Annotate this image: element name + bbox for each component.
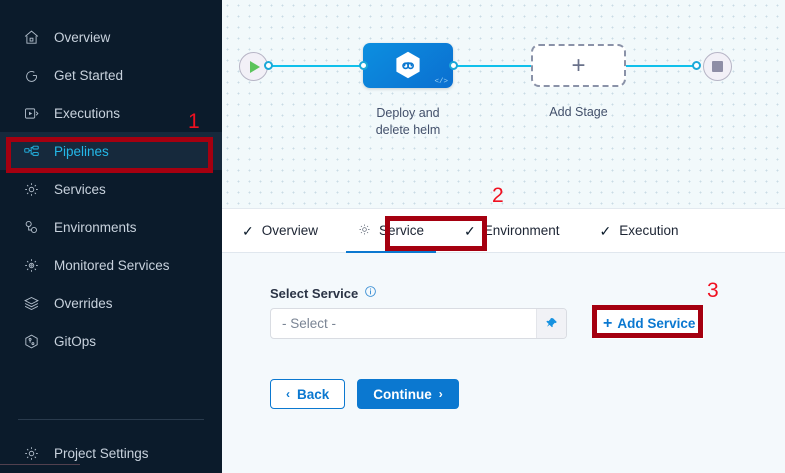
play-icon <box>250 60 260 73</box>
select-service-field[interactable] <box>270 308 567 339</box>
sidebar-item-get-started[interactable]: Get Started <box>0 56 222 94</box>
pin-icon[interactable] <box>536 309 566 338</box>
service-form-panel: Select Service + Add Service ‹ Back Cont… <box>222 253 785 473</box>
sidebar-nav-list: Overview Get Started Executions Pipeline… <box>0 18 222 360</box>
select-service-input[interactable] <box>271 309 536 338</box>
pipeline-canvas[interactable]: </> Deploy and delete helm + Add Stage <box>222 0 785 208</box>
tab-overview[interactable]: ✓ Overview <box>222 208 338 253</box>
continue-button[interactable]: Continue › <box>357 379 459 409</box>
sidebar-item-label: Project Settings <box>54 445 149 461</box>
plus-icon: + <box>603 314 613 332</box>
back-button[interactable]: ‹ Back <box>270 379 346 409</box>
plus-icon: + <box>571 51 586 79</box>
sidebar-item-label: GitOps <box>54 333 97 349</box>
add-stage-label: Add Stage <box>549 105 608 119</box>
sidebar-item-monitored-services[interactable]: Monitored Services <box>0 246 222 284</box>
form-button-row: ‹ Back Continue › <box>270 379 459 409</box>
edge-start-to-stage <box>266 65 366 67</box>
sidebar-item-label: Monitored Services <box>54 257 170 273</box>
stage-label-line1: Deploy and <box>376 106 440 120</box>
back-button-label: Back <box>297 386 330 402</box>
sidebar-item-label: Environments <box>54 219 137 235</box>
environments-icon <box>22 218 40 236</box>
tab-execution[interactable]: ✓ Execution <box>580 208 699 253</box>
gear-icon <box>22 444 40 462</box>
add-service-button[interactable]: + Add Service <box>594 308 705 339</box>
gear-icon <box>358 223 371 239</box>
sidebar-item-label: Services <box>54 181 106 197</box>
sidebar-item-label: Get Started <box>54 67 124 83</box>
chevron-left-icon: ‹ <box>286 387 290 401</box>
stage-node-deploy-and-delete-helm[interactable]: </> <box>363 43 453 88</box>
info-icon[interactable] <box>364 285 377 301</box>
layers-icon <box>22 294 40 312</box>
select-service-label: Select Service <box>270 285 377 301</box>
check-icon: ✓ <box>599 222 612 239</box>
add-stage-button[interactable]: + <box>531 44 626 87</box>
check-icon: ✓ <box>464 222 476 239</box>
add-service-label: Add Service <box>617 316 696 331</box>
connector-dot-start <box>264 61 273 70</box>
play-square-icon <box>22 104 40 122</box>
stage-label-line2: delete helm <box>375 123 441 137</box>
end-stop-node[interactable] <box>703 52 732 81</box>
sidebar-item-services[interactable]: Services <box>0 170 222 208</box>
sidebar-item-overrides[interactable]: Overrides <box>0 284 222 322</box>
monitored-gear-icon <box>22 256 40 274</box>
check-icon: ✓ <box>242 222 254 239</box>
continue-button-label: Continue <box>373 386 432 402</box>
tab-label: Service <box>379 223 425 238</box>
sidebar-item-overview[interactable]: Overview <box>0 18 222 56</box>
sidebar-bottom-rule <box>0 464 80 465</box>
pipeline-icon <box>22 142 40 160</box>
sidebar-item-project-settings[interactable]: Project Settings <box>0 434 222 472</box>
home-icon <box>22 28 40 46</box>
sidebar-item-gitops[interactable]: GitOps <box>0 322 222 360</box>
sidebar-item-executions[interactable]: Executions <box>0 94 222 132</box>
tab-label: Overview <box>261 223 318 238</box>
gear-icon <box>22 180 40 198</box>
connector-dot-end <box>692 61 701 70</box>
stage-code-glyph: </> <box>434 78 448 86</box>
stage-label: Deploy and delete helm <box>338 105 478 139</box>
hexagon-chain-icon <box>396 51 420 79</box>
tab-label: Environment <box>483 223 560 238</box>
chevron-right-icon: › <box>438 387 443 401</box>
sidebar-divider <box>18 419 204 420</box>
start-play-node[interactable] <box>239 52 268 81</box>
gitops-icon <box>22 332 40 350</box>
tab-label: Execution <box>619 223 679 238</box>
sidebar-bottom-nav: Project Settings <box>0 405 222 472</box>
sidebar-item-label: Pipelines <box>54 143 109 159</box>
tab-environment[interactable]: ✓ Environment <box>444 208 580 253</box>
edge-stage-to-addstage <box>450 65 534 67</box>
connector-dot-stage-in <box>359 61 368 70</box>
sidebar-item-pipelines[interactable]: Pipelines <box>0 132 222 170</box>
stage-tabbar: ✓ Overview Service ✓ Environment ✓ Execu… <box>222 208 785 254</box>
edge-addstage-to-end <box>624 65 694 67</box>
stop-icon <box>712 61 723 72</box>
tab-service[interactable]: Service <box>338 208 444 254</box>
sidebar-item-label: Overview <box>54 29 111 45</box>
sidebar-item-environments[interactable]: Environments <box>0 208 222 246</box>
sidebar: Overview Get Started Executions Pipeline… <box>0 0 222 473</box>
sidebar-item-label: Executions <box>54 105 121 121</box>
sidebar-item-label: Overrides <box>54 295 113 311</box>
arrow-circle-icon <box>22 66 40 84</box>
select-service-label-text: Select Service <box>270 285 359 301</box>
connector-dot-stage-out <box>449 61 458 70</box>
